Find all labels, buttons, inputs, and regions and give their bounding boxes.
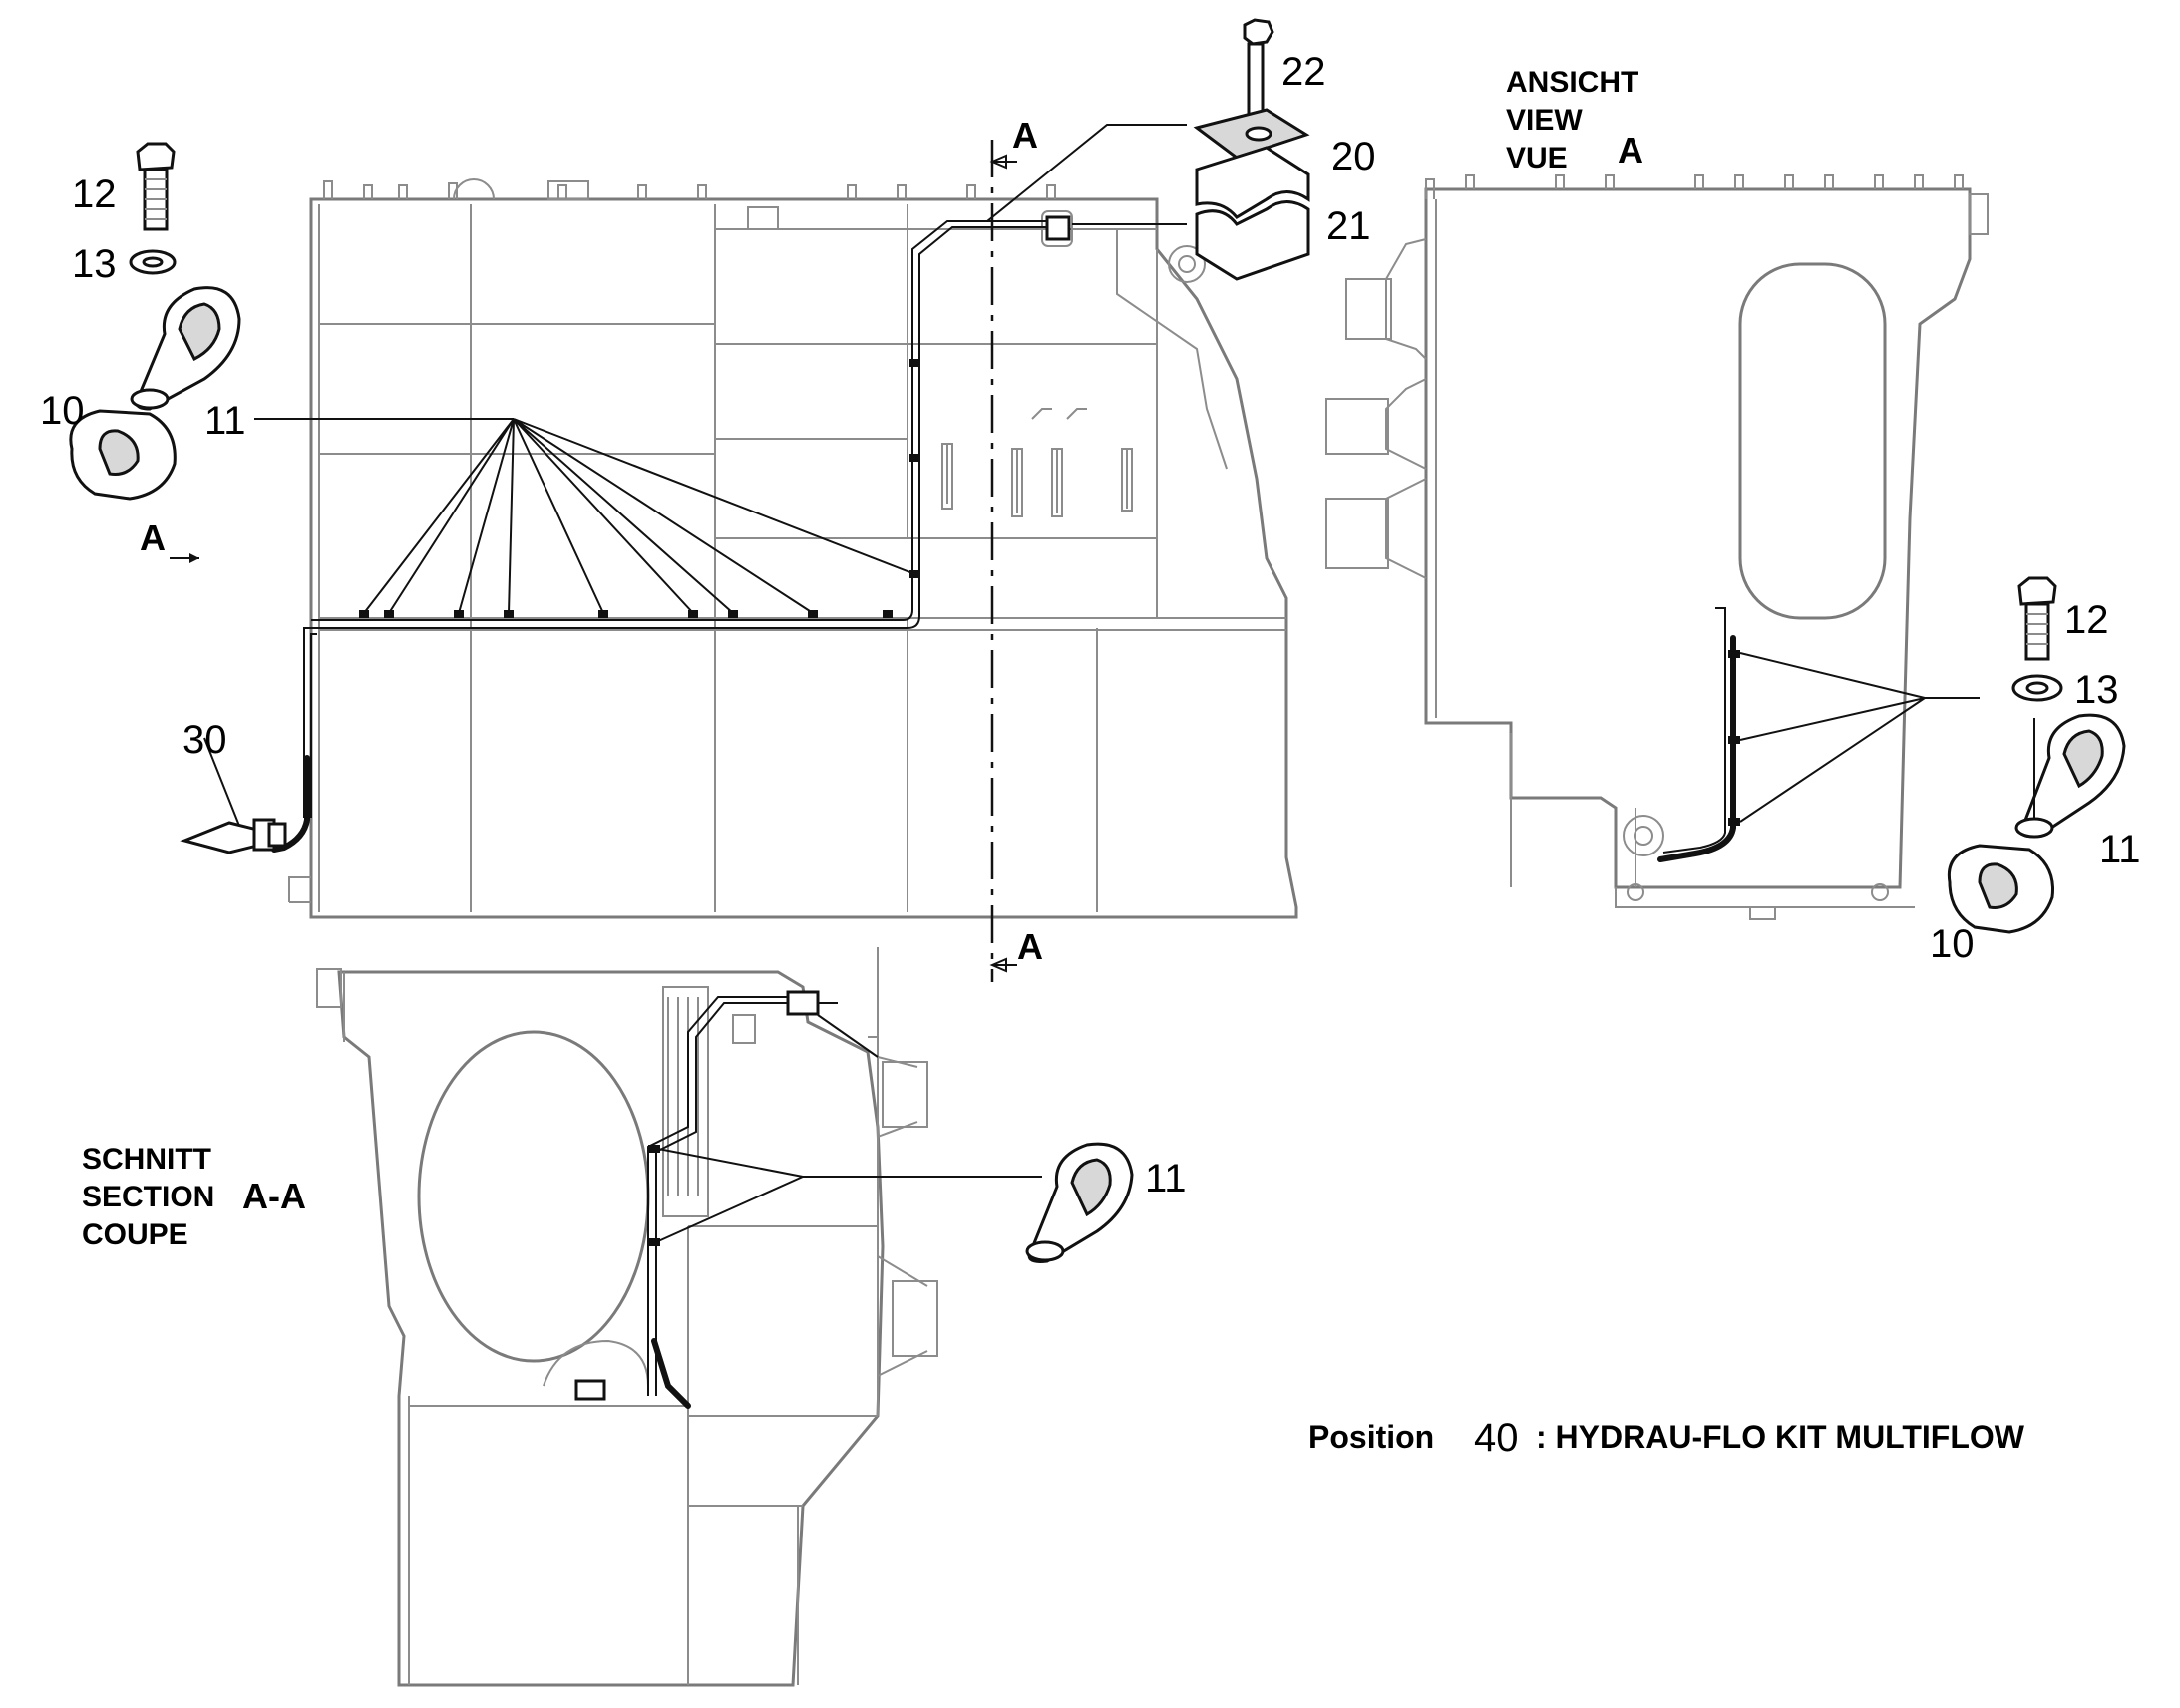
leaders-clamp-11-main bbox=[254, 418, 913, 614]
position-note-number: 40 bbox=[1474, 1416, 1519, 1460]
view-a-hose bbox=[1657, 607, 1980, 862]
view-arrow-label: A bbox=[140, 517, 166, 558]
callout-22: 22 bbox=[1281, 50, 1326, 94]
clamp-half-10-left bbox=[69, 409, 177, 501]
section-label-line3: COUPE bbox=[82, 1218, 188, 1251]
view-label-line3: VUE bbox=[1506, 142, 1568, 174]
section-label-line1: SCHNITT bbox=[82, 1143, 211, 1176]
callout-11-right: 11 bbox=[2099, 828, 2141, 871]
callout-13-right: 13 bbox=[2074, 668, 2119, 712]
section-cut-line bbox=[989, 140, 1017, 982]
section-label-letter: A-A bbox=[242, 1176, 306, 1216]
section-a-a-hose bbox=[574, 990, 1042, 1409]
callout-11-left: 11 bbox=[204, 399, 246, 443]
clamp-half-10-right bbox=[1947, 844, 2055, 934]
clamp-11-right bbox=[2014, 713, 2126, 839]
plate-20 bbox=[1193, 108, 1310, 160]
section-mark-top: A bbox=[1012, 115, 1038, 156]
view-arrow-a bbox=[170, 553, 199, 563]
position-note-prefix: Position bbox=[1308, 1419, 1434, 1455]
callout-30: 30 bbox=[182, 718, 227, 762]
callout-10-left: 10 bbox=[40, 389, 85, 433]
section-a-a-housing bbox=[316, 947, 938, 1687]
leaders-top-cluster bbox=[986, 124, 1187, 225]
hose-fitting-30 bbox=[180, 737, 287, 854]
clamp-11-section bbox=[1025, 1142, 1134, 1263]
view-label-line2: VIEW bbox=[1506, 104, 1583, 137]
callout-12-right: 12 bbox=[2064, 598, 2109, 642]
main-view-hose bbox=[271, 215, 1071, 853]
callout-21: 21 bbox=[1326, 204, 1371, 248]
view-label-letter: A bbox=[1618, 130, 1643, 171]
block-21 bbox=[1195, 146, 1310, 281]
position-note-text: : HYDRAU-FLO KIT MULTIFLOW bbox=[1536, 1419, 2025, 1455]
washer-13-left bbox=[129, 249, 177, 275]
callout-20: 20 bbox=[1331, 135, 1376, 178]
callout-13-left: 13 bbox=[72, 242, 117, 286]
callout-10-right: 10 bbox=[1930, 922, 1975, 966]
bolt-12-right bbox=[2017, 576, 2057, 661]
main-view-housing bbox=[288, 178, 1298, 919]
bolt-12-left bbox=[136, 142, 176, 231]
callout-11-section: 11 bbox=[1145, 1157, 1187, 1200]
clamp-11-left bbox=[130, 286, 241, 411]
callout-12-left: 12 bbox=[72, 172, 117, 216]
section-mark-bottom: A bbox=[1017, 926, 1043, 967]
view-label-line1: ANSICHT bbox=[1506, 66, 1638, 99]
view-a-housing bbox=[1325, 174, 1989, 920]
washer-13-right bbox=[2011, 674, 2063, 702]
section-label-line2: SECTION bbox=[82, 1181, 214, 1213]
